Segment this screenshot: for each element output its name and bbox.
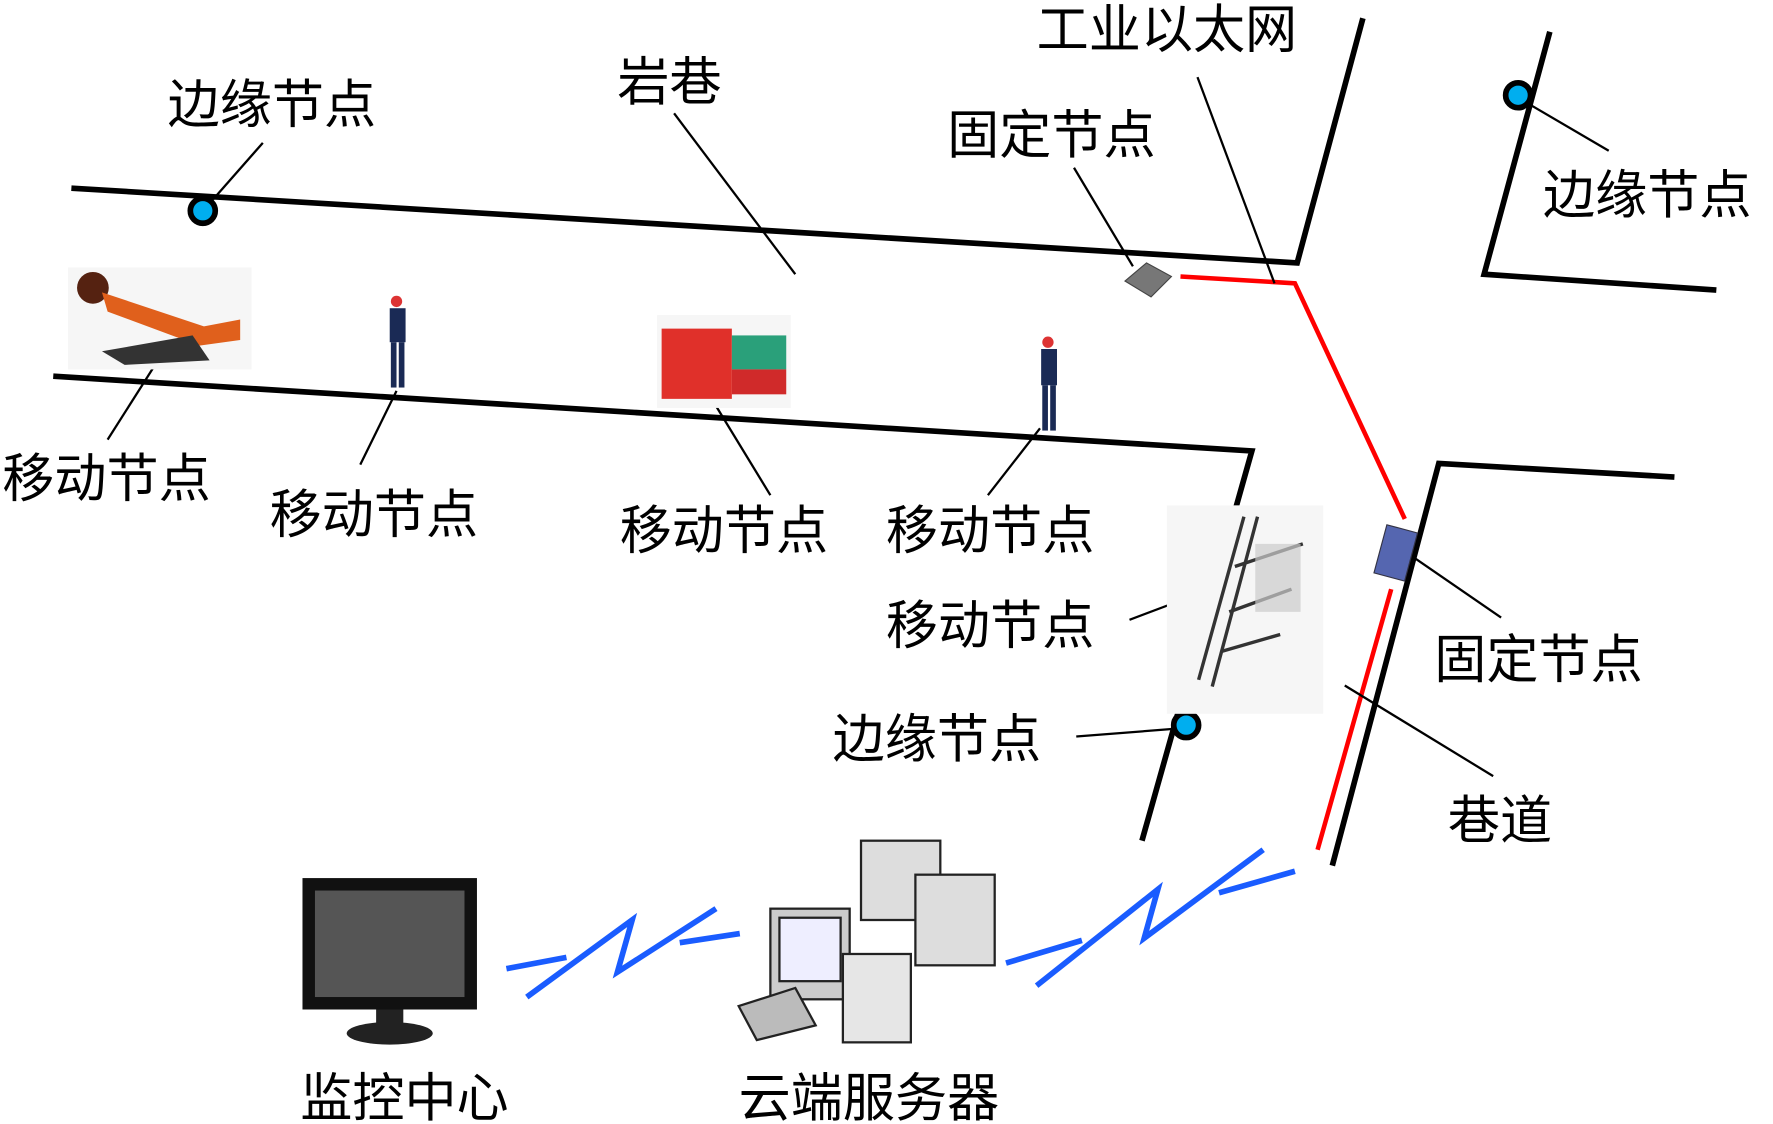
mobile-node-label: 移动节点 — [886, 501, 1094, 561]
wireless-link-icon — [1005, 847, 1296, 988]
fixed-node-device-icon — [1124, 262, 1173, 298]
miner-icon — [389, 295, 406, 388]
hydraulic-support-icon — [1166, 505, 1324, 714]
fixed-node-label: 固定节点 — [947, 106, 1155, 166]
mobile-node-label: 移动节点 — [270, 486, 478, 546]
fixed-node-device-icon — [1373, 524, 1419, 582]
monitor-icon — [302, 878, 477, 1045]
mobile-node-label: 移动节点 — [886, 597, 1094, 657]
edge-node-label: 边缘节点 — [168, 75, 376, 135]
industrial-ethernet-label: 工业以太网 — [1037, 1, 1298, 61]
fixed-node-label: 固定节点 — [1434, 631, 1642, 691]
branch-tunnel-wall — [1480, 31, 1717, 293]
shearer-icon — [67, 267, 252, 370]
monitoring-center-label: 监控中心 — [300, 1069, 508, 1124]
edge-node-label: 边缘节点 — [1543, 166, 1751, 226]
cloud-server-label: 云端服务器 — [739, 1069, 1000, 1124]
edge-node-icon — [1502, 79, 1534, 111]
leader-lines — [106, 76, 1610, 778]
miner-icon — [1041, 336, 1058, 431]
industrial-ethernet-line — [1180, 274, 1407, 851]
roadway-wall — [1329, 460, 1675, 867]
roadway-label: 巷道 — [1448, 791, 1552, 851]
edge-node-icon — [1170, 709, 1202, 741]
mobile-node-label: 移动节点 — [620, 501, 828, 561]
edge-nodes — [187, 79, 1534, 741]
wireless-link-icon — [505, 906, 741, 1000]
locomotive-icon — [657, 315, 791, 408]
tunnel-upper-wall — [71, 17, 1366, 266]
edge-node-icon — [187, 195, 219, 227]
cloud-server-icon — [737, 839, 996, 1044]
mobile-node-label: 移动节点 — [2, 449, 210, 509]
rock-roadway-label: 岩巷 — [617, 53, 721, 113]
edge-node-label: 边缘节点 — [833, 710, 1041, 770]
